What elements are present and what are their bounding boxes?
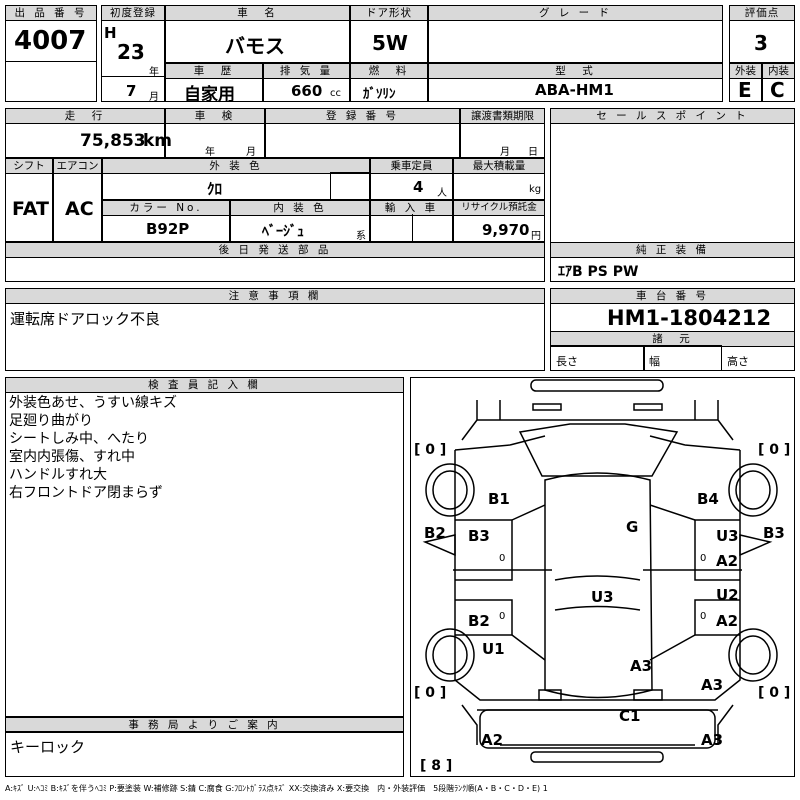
int-color: ﾍﾞｰｼﾞｭ bbox=[262, 224, 304, 240]
color-no-label: カラー No. bbox=[102, 200, 230, 216]
recycle-unit: 円 bbox=[531, 231, 541, 242]
later-parts-label: 後 日 発 送 部 品 bbox=[5, 242, 545, 258]
mileage-label: 走 行 bbox=[5, 108, 165, 124]
transfer-label: 譲渡書類期限 bbox=[460, 108, 545, 124]
import-divider bbox=[412, 214, 413, 242]
specs-length-cell bbox=[550, 345, 644, 371]
length-label: 長さ bbox=[556, 355, 578, 368]
equipment-label: 純 正 装 備 bbox=[550, 242, 795, 258]
caution-text: 運転席ドアロック不良 bbox=[10, 310, 161, 328]
int-color-label: 内 装 色 bbox=[230, 200, 370, 216]
sales-point-box bbox=[550, 108, 795, 256]
inspector-note: 足廻り曲がり bbox=[9, 413, 93, 429]
load-label: 最大積載量 bbox=[453, 158, 545, 174]
interior-label: 内装 bbox=[762, 63, 795, 79]
height-label: 高さ bbox=[727, 355, 749, 368]
chassis-label: 車 台 番 号 bbox=[550, 288, 795, 304]
month-unit: 月 bbox=[149, 92, 159, 103]
reg-year: 23 bbox=[117, 40, 145, 64]
ext-color-label: 外 装 色 bbox=[102, 158, 370, 174]
shift-label: シフト bbox=[5, 158, 53, 174]
inspection-year-unit: 年 bbox=[205, 147, 215, 158]
mileage-unit: km bbox=[143, 131, 173, 151]
inspector-note: 外装色あせ、うすい線キズ bbox=[9, 395, 177, 411]
first-reg-label: 初度登録 bbox=[101, 5, 165, 21]
load-unit: kg bbox=[529, 184, 542, 195]
history-label: 車 歴 bbox=[165, 63, 263, 79]
lot-number: 4007 bbox=[14, 26, 87, 56]
transfer-day-unit: 日 bbox=[528, 147, 538, 158]
specs-label: 諸 元 bbox=[550, 331, 795, 347]
recycle: 9,970 bbox=[482, 221, 530, 239]
import-label: 輸 入 車 bbox=[370, 200, 453, 216]
year-unit: 年 bbox=[149, 67, 159, 78]
score: 3 bbox=[754, 31, 768, 55]
specs-width-cell bbox=[644, 345, 722, 371]
displacement: 660 bbox=[291, 82, 323, 100]
legend: A:ｷｽﾞ U:ﾍｺﾐ B:ｷｽﾞを伴うﾍｺﾐ P:要塗装 W:補修跡 S:錆 … bbox=[5, 784, 548, 793]
reg-month: 7 bbox=[126, 82, 137, 100]
seats-label: 乗車定員 bbox=[370, 158, 453, 174]
history: 自家用 bbox=[184, 85, 235, 105]
exterior-rating: E bbox=[738, 78, 752, 102]
ext-color-sub bbox=[330, 172, 370, 200]
era: H bbox=[104, 24, 117, 42]
door-label: ドア形状 bbox=[350, 5, 428, 21]
ext-color: ｸﾛ bbox=[207, 180, 223, 198]
inspector-note: シートしみ中、へたり bbox=[9, 431, 149, 447]
transfer-month-unit: 月 bbox=[500, 147, 510, 158]
displacement-label: 排 気 量 bbox=[263, 63, 350, 79]
equipment: ｴｱB PS PW bbox=[558, 264, 639, 280]
inspector-notes: 外装色あせ、うすい線キズ 足廻り曲がり シートしみ中、へたり 室内内張傷、すれ中… bbox=[9, 394, 177, 502]
chassis-number: HM1-1804212 bbox=[607, 306, 772, 330]
lot-divider bbox=[5, 61, 97, 62]
first-reg-divider bbox=[101, 76, 165, 77]
shift: FAT bbox=[12, 198, 49, 220]
score-label: 評価点 bbox=[729, 5, 795, 21]
fuel: ｶﾞｿﾘﾝ bbox=[363, 87, 396, 102]
inspector-note: 室内内張傷、すれ中 bbox=[9, 449, 135, 465]
reg-no-label: 登 録 番 号 bbox=[265, 108, 460, 124]
model: ABA-HM1 bbox=[535, 81, 614, 99]
seats-unit: 人 bbox=[437, 188, 447, 199]
lot-label: 出 品 番 号 bbox=[5, 5, 97, 21]
door-type: 5W bbox=[372, 31, 408, 55]
inspection-month-unit: 月 bbox=[246, 147, 256, 158]
inspector-note: ハンドルすれ大 bbox=[9, 467, 107, 483]
inspector-note: 右フロントドア閉まらず bbox=[9, 485, 163, 501]
width-label: 幅 bbox=[649, 355, 660, 368]
car-name: バモス bbox=[225, 34, 285, 58]
displacement-unit: cc bbox=[330, 88, 341, 99]
interior-rating: C bbox=[770, 78, 785, 102]
car-name-label: 車 名 bbox=[165, 5, 350, 21]
diagram-box bbox=[410, 377, 795, 777]
grade-label: グ レ ー ド bbox=[428, 5, 723, 21]
recycle-label: リサイクル預託金 bbox=[453, 200, 545, 216]
fuel-label: 燃 料 bbox=[350, 63, 428, 79]
color-no: B92P bbox=[146, 220, 190, 238]
exterior-label: 外装 bbox=[729, 63, 762, 79]
caution-label: 注 意 事 項 欄 bbox=[5, 288, 545, 304]
mileage: 75,853 bbox=[80, 131, 146, 151]
office-label: 事 務 局 よ り ご 案 内 bbox=[5, 717, 404, 733]
sales-point-label: セ ー ル ス ポ イ ン ト bbox=[550, 108, 795, 124]
model-label: 型 式 bbox=[428, 63, 723, 79]
office-text: キーロック bbox=[10, 738, 86, 756]
inspector-label: 検 査 員 記 入 欄 bbox=[5, 377, 404, 393]
ac: AC bbox=[65, 198, 94, 220]
office-box bbox=[5, 731, 404, 777]
int-color-unit: 系 bbox=[356, 231, 366, 242]
seats: 4 bbox=[413, 178, 424, 196]
inspection-label: 車 検 bbox=[165, 108, 265, 124]
ac-label: エアコン bbox=[53, 158, 102, 174]
